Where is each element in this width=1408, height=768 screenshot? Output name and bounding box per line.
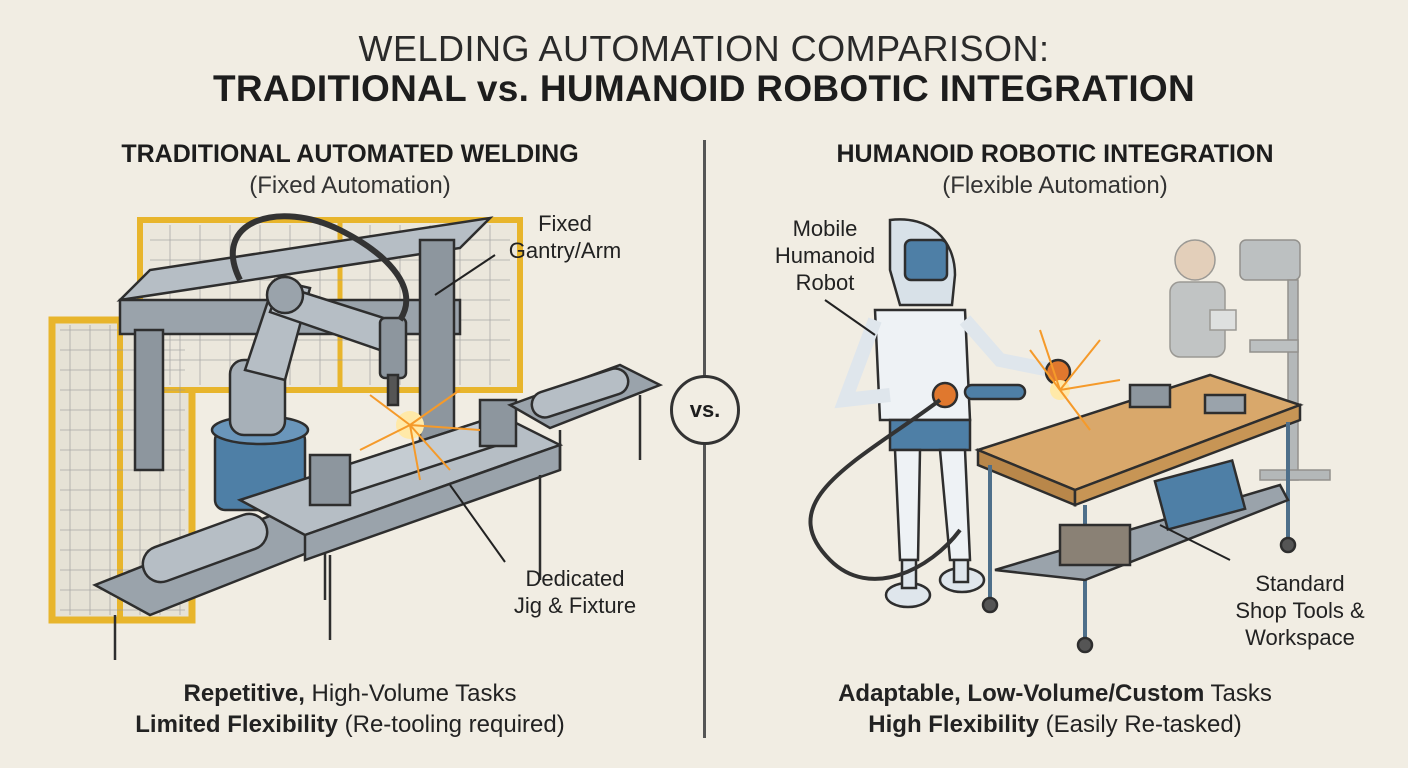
right-panel-subheading: (Flexible Automation) [942, 172, 1168, 199]
weld-sparks [359, 389, 481, 481]
robot-callout-leader [824, 299, 876, 336]
left-footer-line2-bold: Limited Flexibility [135, 711, 338, 738]
cable-bundle [230, 213, 410, 322]
human-technician [1169, 239, 1237, 358]
left-footer-line1-bold: Repetitive, [183, 680, 305, 707]
humanoid-welding-illustration [808, 218, 1331, 654]
right-footer-line1: Adaptable, Low-Volume/Custom Tasks [705, 680, 1405, 708]
drill-press [1239, 239, 1331, 481]
callout-robot-line1: Mobile [792, 216, 858, 241]
right-footer-line2-rest: (Easily Re-tasked) [1038, 711, 1242, 738]
left-footer-line2-rest: (Re-tooling required) [337, 711, 565, 738]
vs-label: vs. [689, 397, 721, 422]
conveyor-left [92, 508, 343, 660]
callout-robot-line3: Robot [795, 270, 855, 295]
callout-gantry-line2: Gantry/Arm [508, 238, 622, 263]
left-footer-line2: Limited Flexibility (Re-tooling required… [0, 711, 700, 739]
callout-jig-line2: Jig & Fixture [513, 593, 637, 618]
left-panel-heading: TRADITIONAL AUTOMATED WELDING [121, 140, 579, 168]
right-footer-line1-rest: Tasks [1204, 680, 1272, 707]
right-footer-line1-bold: Adaptable, Low-Volume/Custom [838, 680, 1205, 707]
weld-sparks [1029, 329, 1121, 431]
callout-gantry-line1: Fixed [538, 211, 592, 236]
right-footer-line2: High Flexibility (Easily Re-tasked) [705, 711, 1405, 739]
callout-jig-line1: Dedicated [525, 566, 625, 591]
page-title-line2: TRADITIONAL vs. HUMANOID ROBOTIC INTEGRA… [212, 68, 1196, 109]
page-title-line1: WELDING AUTOMATION COMPARISON: [358, 28, 1050, 69]
jig-callout-leader [449, 484, 506, 563]
workbench [974, 373, 1304, 654]
callout-tools-line1: Standard [1255, 571, 1345, 596]
callout-tools-line2: Shop Tools & [1235, 598, 1365, 623]
vs-badge: vs. [670, 375, 740, 445]
tools-callout-leader [1159, 524, 1231, 561]
callout-mobile-humanoid-robot: Mobile Humanoid Robot [755, 215, 895, 296]
callout-dedicated-jig: Dedicated Jig & Fixture [495, 565, 655, 619]
left-panel-subheading: (Fixed Automation) [249, 172, 451, 199]
right-panel-heading: HUMANOID ROBOTIC INTEGRATION [836, 140, 1274, 168]
traditional-welding-cell-illustration [48, 213, 664, 660]
robot-arm [210, 275, 408, 512]
right-footer-line2-bold: High Flexibility [868, 711, 1039, 738]
conveyor-right [507, 363, 664, 470]
humanoid-robot [834, 218, 1072, 609]
left-footer-line1-rest: High-Volume Tasks [304, 680, 517, 707]
callout-tools-line3: Workspace [1245, 625, 1355, 650]
callout-robot-line2: Humanoid [774, 243, 876, 268]
welding-torch-hose [808, 398, 962, 581]
callout-fixed-gantry: Fixed Gantry/Arm [480, 210, 650, 264]
gantry-callout-leader [434, 254, 496, 296]
callout-standard-shop-tools: Standard Shop Tools & Workspace [1215, 570, 1385, 651]
left-footer-line1: Repetitive, High-Volume Tasks [0, 680, 700, 708]
